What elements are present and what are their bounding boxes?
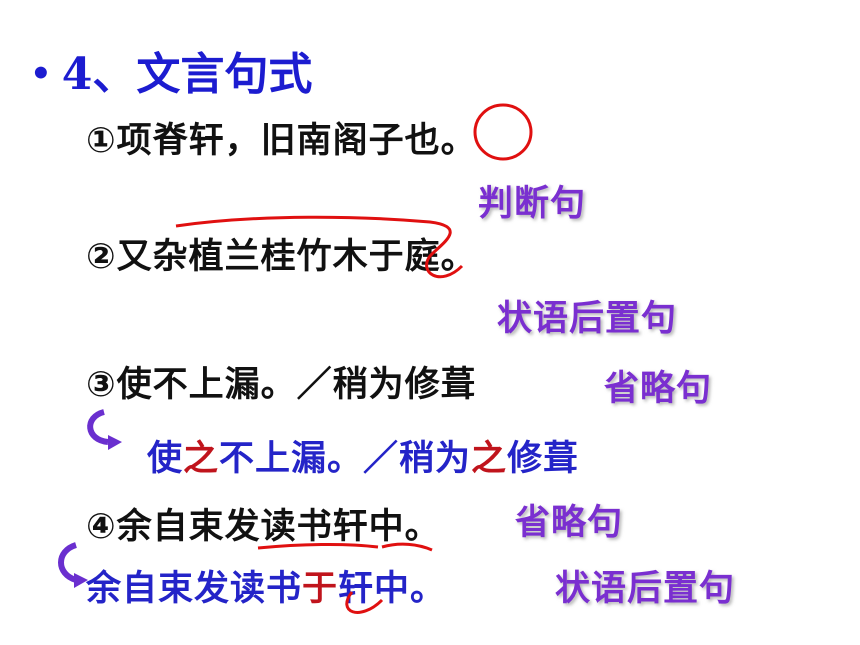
underline-mark-4a <box>257 542 379 550</box>
slide-title-text: 4、文言句式 <box>61 49 313 100</box>
underline-mark-4b <box>381 542 433 552</box>
inserted-word-2: 之 <box>471 439 508 479</box>
note-1: 判断句 <box>478 184 587 224</box>
note-3: 省略句 <box>604 369 713 409</box>
restored-4-part-1: 余自束发读书 <box>86 569 303 609</box>
restored-sentence-3: 使之不上漏。／稍为之修葺 <box>147 430 579 481</box>
note-4: 省略句 <box>515 503 624 543</box>
circle-mark <box>473 103 533 161</box>
restored-3-part-1: 使 <box>147 439 184 479</box>
bullet-icon: • <box>30 54 52 94</box>
sentence-1: ①项脊轩，旧南阁子也。 <box>86 121 477 161</box>
restored-3-part-3: 修葺 <box>507 439 580 479</box>
inserted-word-yu: 于 <box>302 569 339 609</box>
restored-4-part-2: 轩中。 <box>338 569 447 609</box>
sentence-3: ③使不上漏。／稍为修葺 <box>86 365 477 405</box>
note-2: 状语后置句 <box>497 299 678 339</box>
curved-arrow-icon <box>87 409 109 445</box>
arrow-head-icon <box>108 435 122 450</box>
arrow-head-icon-2 <box>74 573 88 588</box>
hook-mark-4 <box>345 591 384 614</box>
slide-title: •4、文言句式 <box>30 38 312 102</box>
underline-mark-2 <box>175 215 464 279</box>
restored-3-part-2: 不上漏。／稍为 <box>219 439 472 479</box>
restored-sentence-4: 余自束发读书于轩中。 <box>86 560 446 611</box>
note-5: 状语后置句 <box>555 569 736 609</box>
curved-arrow-icon-2 <box>58 542 78 583</box>
sentence-2: ②又杂植兰桂竹木于庭。 <box>86 237 477 277</box>
inserted-word-1: 之 <box>183 439 220 479</box>
sentence-4: ④余自束发读书轩中。 <box>86 507 441 547</box>
